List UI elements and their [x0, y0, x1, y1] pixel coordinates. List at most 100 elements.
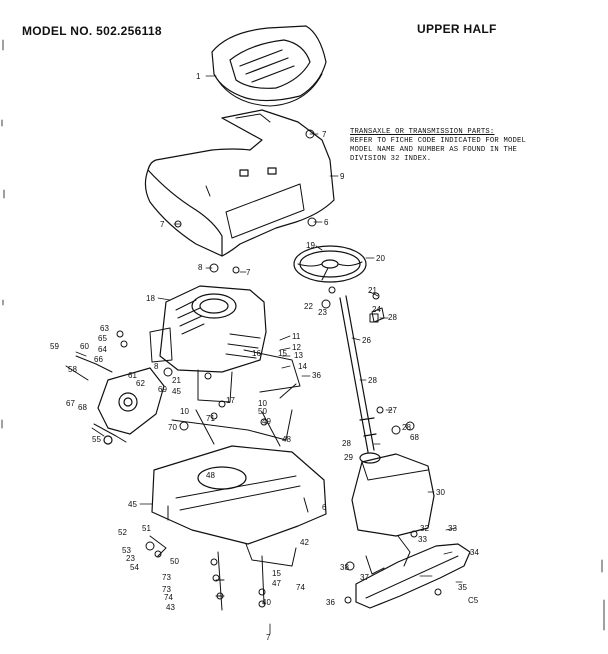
callout-58: 58: [68, 365, 77, 374]
console-housing: [351, 452, 435, 537]
fasteners: [116, 129, 442, 608]
callout-74: 74: [296, 583, 305, 592]
steering-shaft: [339, 295, 385, 453]
callout-37: 37: [360, 573, 369, 582]
callout-55: 55: [92, 435, 101, 444]
callout-63: 63: [100, 324, 109, 333]
callout-7: 7: [246, 268, 251, 277]
callout-48: 48: [206, 471, 215, 480]
callout-61: 61: [128, 371, 137, 380]
callout-67: 67: [66, 399, 75, 408]
callout-28: 28: [402, 423, 411, 432]
callout-21: 21: [172, 376, 181, 385]
front-bumper: [355, 543, 471, 609]
callout-19: 19: [306, 241, 315, 250]
callout-32: 32: [420, 524, 429, 533]
callout-10: 10: [258, 399, 267, 408]
callout-60: 60: [80, 342, 89, 351]
callout-54: 54: [130, 563, 139, 572]
callout-6: 6: [322, 503, 327, 512]
callout-59: 59: [50, 342, 59, 351]
callout-71: 71: [206, 414, 215, 423]
callout-16: 16: [252, 349, 261, 358]
callout-73: 73: [162, 573, 171, 582]
callout-12: 12: [292, 343, 301, 352]
callout-7: 7: [160, 220, 165, 229]
callout-33: 33: [448, 524, 457, 533]
callout-35: 35: [458, 583, 467, 592]
callout-69: 69: [158, 385, 167, 394]
scan-edge-marks: [1, 39, 605, 631]
callout-18: 18: [146, 294, 155, 303]
fender: [144, 109, 335, 257]
callout-26: 26: [362, 336, 371, 345]
seat: [211, 25, 327, 107]
callout-8: 8: [198, 263, 203, 272]
callout-28: 28: [388, 313, 397, 322]
callout-9: 9: [340, 172, 345, 181]
callout-23: 23: [318, 308, 327, 317]
callout-15: 15: [278, 349, 287, 358]
callout-51: 51: [142, 524, 151, 533]
callout-30: 30: [436, 488, 445, 497]
callout-45: 45: [172, 387, 181, 396]
callout-28: 28: [368, 376, 377, 385]
callout-49: 49: [262, 417, 271, 426]
callout-24: 24: [372, 305, 381, 314]
note-line-1: TRANSAXLE OR TRANSMISSION PARTS:: [350, 128, 495, 136]
note-line-2: REFER TO FICHE CODE INDICATED FOR MODEL: [350, 137, 527, 145]
frame-base-plate: [151, 445, 327, 567]
callout-74: 74: [164, 593, 173, 602]
callout-47: 47: [272, 579, 281, 588]
callout-52: 52: [118, 528, 127, 537]
note-line-4: DIVISION 32 INDEX.: [350, 155, 432, 163]
callout-65: 65: [98, 334, 107, 343]
callout-38: 38: [340, 563, 349, 572]
callout-42: 42: [300, 538, 309, 547]
callout-21: 21: [368, 286, 377, 295]
model-number-heading: MODEL NO. 502.256118: [22, 24, 162, 38]
callout-15: 15: [272, 569, 281, 578]
callout-50: 50: [258, 407, 267, 416]
callout-1: 1: [196, 72, 201, 81]
callout-8: 8: [154, 362, 159, 371]
callout-23: 23: [126, 554, 135, 563]
callout-66: 66: [94, 355, 103, 364]
engine: [149, 285, 301, 403]
callout-7: 7: [266, 633, 271, 642]
callout-70: 70: [168, 423, 177, 432]
control-bracket-assembly: [65, 355, 165, 445]
callout-27: 27: [388, 406, 397, 415]
callout-6: 6: [324, 218, 329, 227]
callout-68: 68: [410, 433, 419, 442]
callout-50: 50: [170, 557, 179, 566]
callout-53: 53: [122, 546, 131, 555]
callout-17: 17: [226, 396, 235, 405]
callout-28: 28: [342, 439, 351, 448]
callout-45: 45: [128, 500, 137, 509]
callout-64: 64: [98, 345, 107, 354]
callout-labels: 1 7 9 7 6 8 7 19 20 18 21 22 23 24 28 26…: [50, 72, 479, 642]
section-heading: UPPER HALF: [417, 22, 497, 36]
callout-40: 40: [262, 598, 271, 607]
callout-68: 68: [78, 403, 87, 412]
transaxle-note: TRANSAXLE OR TRANSMISSION PARTS: REFER T…: [350, 128, 526, 164]
callout-22: 22: [304, 302, 313, 311]
callout-11: 11: [292, 332, 301, 341]
callout-36: 36: [312, 371, 321, 380]
callout-13: 13: [294, 351, 303, 360]
callout-43: 43: [166, 603, 175, 612]
callout-10: 10: [180, 407, 189, 416]
callout-20: 20: [376, 254, 385, 263]
steering-wheel: [293, 245, 367, 283]
note-line-3: MODEL NAME AND NUMBER AS FOUND IN THE: [350, 146, 517, 154]
callout-73: 73: [162, 585, 171, 594]
leader-lines: [75, 75, 463, 635]
callout-29: 29: [344, 453, 353, 462]
callout-34: 34: [470, 548, 479, 557]
linkage-rods: [171, 383, 297, 447]
callout-36: 36: [326, 598, 335, 607]
callout-c5: C5: [468, 596, 479, 605]
